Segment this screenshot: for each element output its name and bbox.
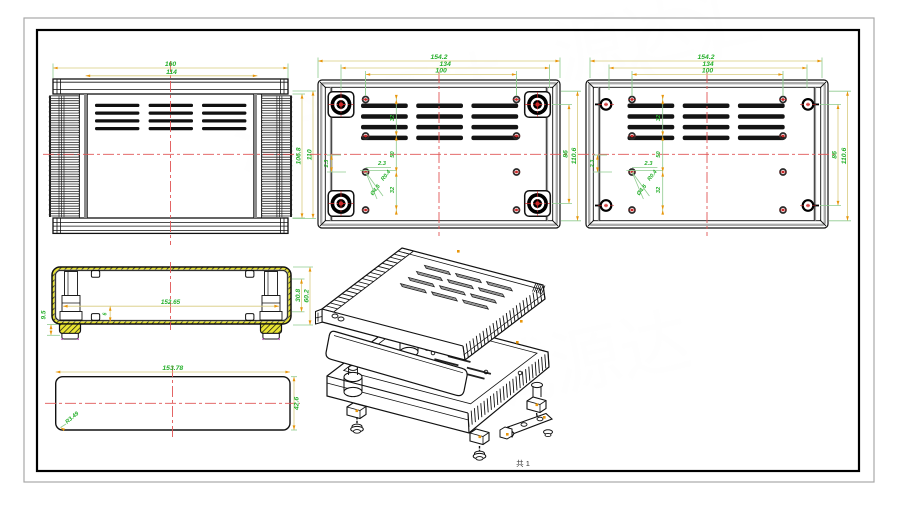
svg-text:86: 86 xyxy=(562,150,569,158)
svg-text:50: 50 xyxy=(390,151,396,158)
svg-text:114: 114 xyxy=(166,69,177,76)
svg-text:50: 50 xyxy=(656,151,662,158)
svg-text:152.65: 152.65 xyxy=(161,299,181,306)
svg-text:154.2: 154.2 xyxy=(430,54,447,61)
svg-text:110.6: 110.6 xyxy=(841,148,848,165)
svg-text:2.3: 2.3 xyxy=(590,159,596,169)
svg-text:134: 134 xyxy=(440,61,452,68)
svg-text:2.3: 2.3 xyxy=(324,159,330,169)
svg-text:60.2: 60.2 xyxy=(303,289,310,302)
svg-text:2.3: 2.3 xyxy=(643,161,653,167)
svg-text:32: 32 xyxy=(656,114,662,121)
svg-text:30.8: 30.8 xyxy=(295,289,302,302)
svg-text:9.5: 9.5 xyxy=(41,310,48,319)
svg-text:42.6: 42.6 xyxy=(294,397,301,411)
svg-text:110.6: 110.6 xyxy=(571,148,578,165)
svg-text:100: 100 xyxy=(435,68,447,75)
svg-text:153.78: 153.78 xyxy=(162,365,183,372)
svg-text:154.2: 154.2 xyxy=(697,54,714,61)
svg-text:6: 6 xyxy=(103,312,109,315)
svg-text:86: 86 xyxy=(831,151,838,159)
svg-text:100: 100 xyxy=(702,68,714,75)
svg-text:共 1: 共 1 xyxy=(516,459,530,468)
svg-text:110: 110 xyxy=(306,149,313,160)
svg-text:106.8: 106.8 xyxy=(295,147,302,164)
svg-text:32: 32 xyxy=(656,186,662,193)
svg-text:160: 160 xyxy=(165,61,177,68)
svg-text:32: 32 xyxy=(390,186,396,193)
svg-text:2.3: 2.3 xyxy=(377,161,387,167)
svg-text:32: 32 xyxy=(390,114,396,121)
svg-text:134: 134 xyxy=(702,61,714,68)
